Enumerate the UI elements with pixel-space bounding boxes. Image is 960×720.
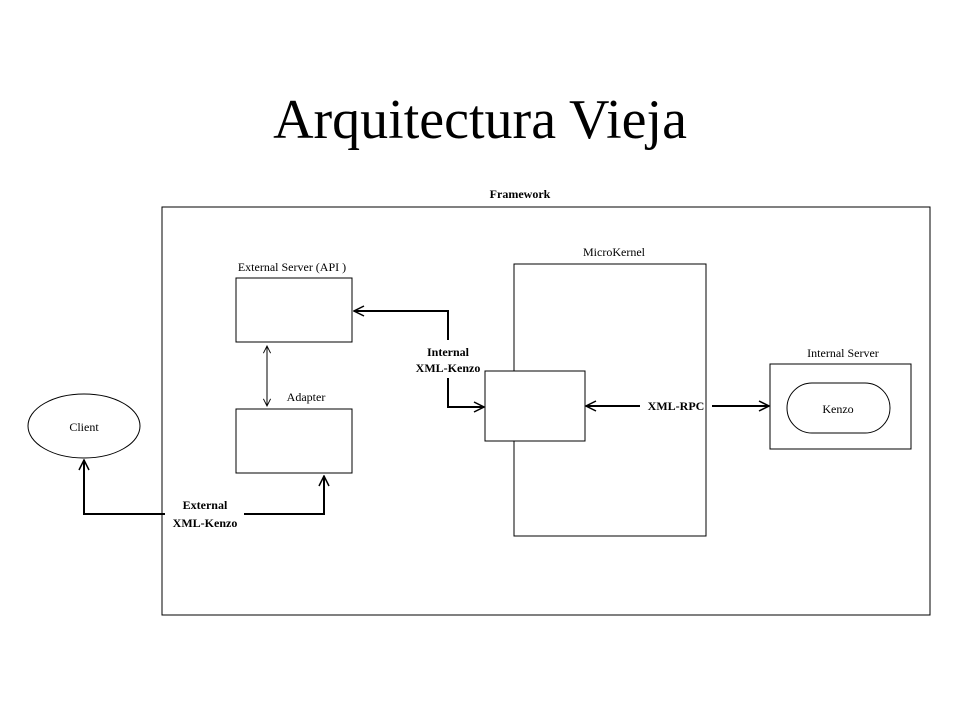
external-xml-kenzo-to-adapter-arrow — [244, 476, 324, 515]
kenzo-node — [786, 382, 891, 434]
kenzo-label: Kenzo — [822, 402, 853, 416]
external-server-box — [235, 277, 353, 343]
internal-xml-kenzo-to-server-arrow — [354, 311, 449, 340]
internal-xml-kenzo-to-kernel-arrow — [447, 378, 484, 407]
adapter-box — [235, 408, 353, 474]
slide-title: Arquitectura Vieja — [273, 89, 687, 151]
microkernel-inner-box — [484, 370, 586, 442]
microkernel-label: MicroKernel — [583, 245, 646, 259]
external-server-label: External Server (API ) — [238, 260, 346, 274]
external-xml-kenzo-label-line1: External — [183, 498, 228, 512]
internal-xml-kenzo-label-line2: XML-Kenzo — [416, 361, 481, 375]
client-label: Client — [69, 420, 99, 434]
client-node — [27, 393, 141, 459]
internal-server-box — [769, 363, 912, 450]
framework-box — [161, 206, 931, 616]
framework-label: Framework — [490, 187, 551, 201]
internal-server-label: Internal Server — [807, 346, 879, 360]
xml-rpc-label: XML-RPC — [648, 399, 705, 413]
external-xml-kenzo-to-client-arrow — [84, 460, 165, 515]
internal-xml-kenzo-label-line1: Internal — [427, 345, 470, 359]
external-xml-kenzo-label-line2: XML-Kenzo — [173, 516, 238, 530]
adapter-label: Adapter — [287, 390, 326, 404]
